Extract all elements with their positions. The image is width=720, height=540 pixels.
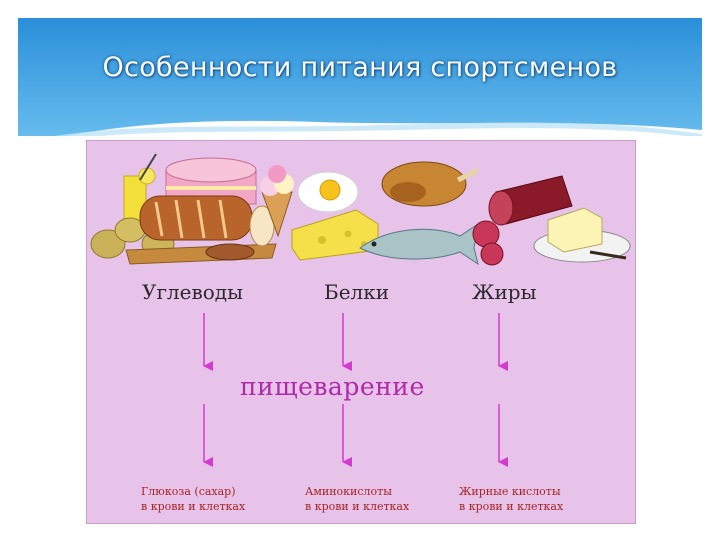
category-proteins: Белки	[324, 280, 390, 304]
process-label: пищеварение	[240, 372, 425, 401]
result-carbs: Глюкоза (сахар) в крови и клетках	[141, 484, 281, 514]
title-banner	[18, 18, 702, 136]
fried-egg	[297, 171, 359, 213]
result-proteins-line1: Аминокислоты	[305, 485, 392, 498]
category-carbs: Углеводы	[142, 280, 244, 304]
result-carbs-line1: Глюкоза (сахар)	[141, 485, 236, 498]
slide-title: Особенности питания спортсменов	[102, 52, 618, 83]
result-fats: Жирные кислоты в крови и клетках	[459, 484, 599, 514]
result-carbs-line2: в крови и клетках	[141, 500, 246, 513]
cheese	[291, 209, 379, 261]
result-proteins-line2: в крови и клетках	[305, 500, 410, 513]
fish	[359, 222, 479, 266]
food-illustration	[90, 153, 631, 266]
butter-plate	[533, 207, 631, 263]
result-fats-line2: в крови и клетках	[459, 500, 564, 513]
result-proteins: Аминокислоты в крови и клетках	[305, 484, 445, 514]
roast-chicken	[381, 161, 480, 207]
result-fats-line1: Жирные кислоты	[459, 485, 561, 498]
category-fats: Жиры	[472, 280, 537, 304]
sausage	[472, 175, 573, 266]
bread	[125, 195, 277, 265]
ice-cream	[260, 165, 294, 238]
